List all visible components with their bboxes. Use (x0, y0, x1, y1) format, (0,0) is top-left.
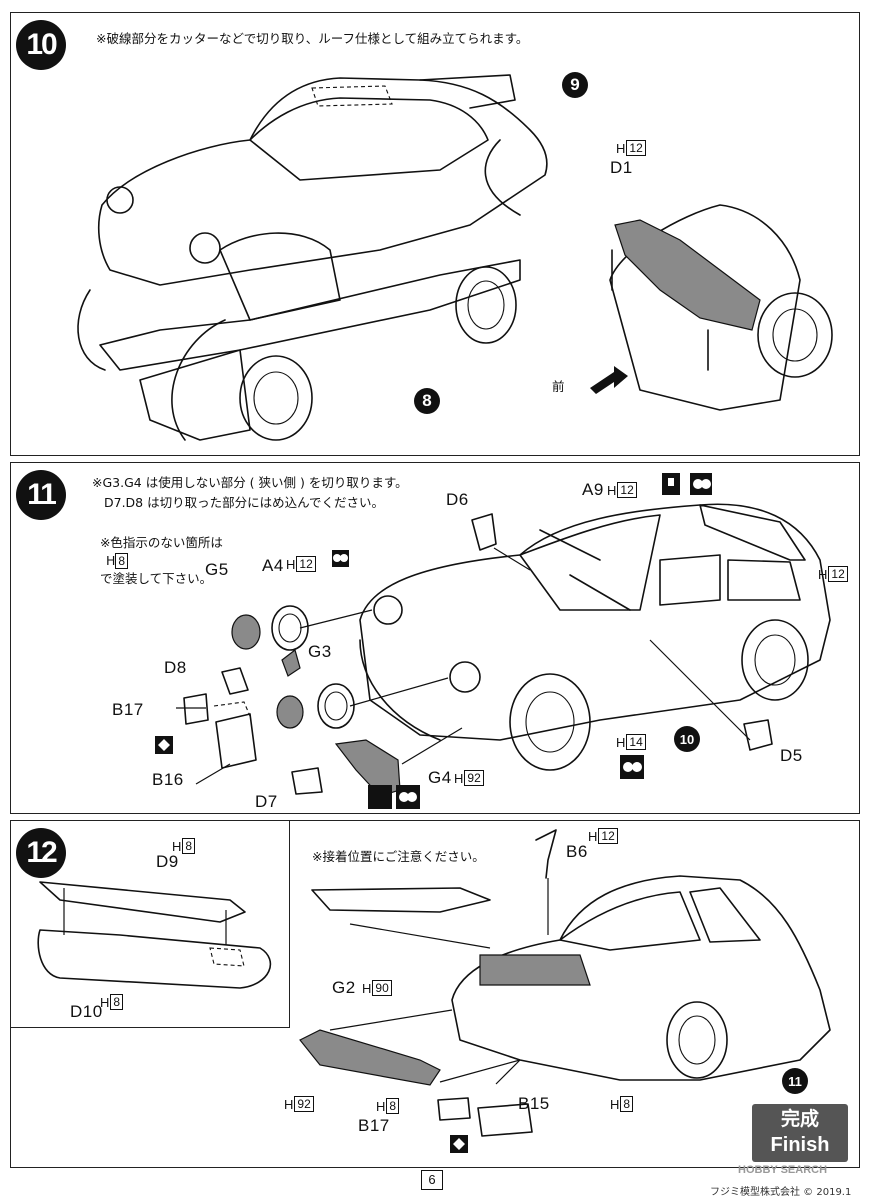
part-b16-label: B16 (152, 770, 184, 789)
part-d9-label: D9 (156, 852, 179, 871)
part-d8-label: D8 (164, 658, 187, 677)
step-12-badge: 12 (16, 828, 66, 878)
b15-code-box: 8 (620, 1096, 634, 1112)
step-11-icons (155, 473, 712, 809)
part-d1-label: D1 (610, 158, 633, 177)
part-d5-label: D5 (780, 746, 803, 765)
finish-badge: 完成 Finish (752, 1104, 848, 1162)
note-line3-code: 8 (115, 553, 129, 569)
part-d6-label: D6 (446, 490, 469, 509)
d10-code-box: 8 (110, 994, 124, 1010)
note-line3-text: ※色指示のない箇所は (99, 535, 223, 550)
b6-code-box: 12 (598, 828, 618, 844)
ref-10-badge: 10 (674, 726, 700, 752)
part-g5-label: G5 (205, 560, 229, 579)
note-line3-end: で塗装して下さい。 (99, 571, 213, 586)
step-11-note-line2: D7.D8 は切り取った部分にはめ込んでください。 (104, 495, 384, 510)
step-12-car-body (299, 829, 831, 1137)
part-a9-label: A9 (582, 480, 604, 499)
step-10-car-body (77, 74, 548, 441)
step-11-panel (10, 462, 860, 814)
part-b6-label: B6 (566, 842, 588, 861)
g4-code-box: 92 (464, 770, 484, 786)
part-g4-label: G4 (428, 768, 452, 787)
part-g3-label: G3 (308, 642, 332, 661)
ref-8-badge: 8 (414, 388, 440, 414)
d9-code-box: 8 (182, 838, 196, 854)
ref-11-badge: 11 (782, 1068, 808, 1094)
watermark: HOBBY SEARCH (738, 1164, 828, 1176)
ref-9-badge: 9 (562, 72, 588, 98)
step-12-inset-panel (10, 820, 290, 1028)
part-a4-label: A4 (262, 556, 284, 575)
step-12-note: ※接着位置にご注意ください。 (312, 849, 485, 864)
d1-rear-spoiler-detail (590, 204, 833, 411)
finish-jp-label: 完成 (780, 1109, 819, 1130)
step-11-badge: 11 (16, 470, 66, 520)
step-12-icons (450, 1135, 468, 1153)
step-11-parts (176, 513, 773, 797)
part-b15-label: B15 (518, 1094, 550, 1113)
d1-paint-code: H 12 (616, 140, 646, 156)
page-number: 6 (421, 1170, 443, 1190)
part-b17-label: B17 (112, 700, 144, 719)
h-prefix: H (616, 140, 626, 156)
body-code-box: 12 (828, 566, 848, 582)
h14-code-box: 14 (626, 734, 646, 750)
step-11-note-line1: ※G3.G4 は使用しない部分 ( 狭い側 ) を切り取ります。 (92, 475, 408, 490)
b17-code-box: 8 (386, 1098, 400, 1114)
step-10-note: ※破線部分をカッターなどで切り取り、ルーフ仕様として組み立てられます。 (96, 31, 529, 46)
finish-en-label: Finish (770, 1134, 830, 1156)
a9-code-box: 12 (617, 482, 637, 498)
copyright: フジミ模型株式会社 © 2019.1 (710, 1187, 852, 1198)
part-g2-label: G2 (332, 978, 356, 997)
step-12-left-inset (37, 881, 272, 989)
g2-code-box: 90 (372, 980, 392, 996)
part-d7-label: D7 (255, 792, 278, 811)
h-code-box: 12 (626, 140, 646, 156)
part-d10-label: D10 (70, 1002, 103, 1021)
part-b17-label-step12: B17 (358, 1116, 390, 1135)
h92-code-box: 92 (294, 1096, 314, 1112)
a4-code-box: 12 (296, 556, 316, 572)
g5-lens-shape (231, 614, 261, 650)
step-10-badge: 10 (16, 20, 66, 70)
front-label: 前 (552, 379, 565, 394)
